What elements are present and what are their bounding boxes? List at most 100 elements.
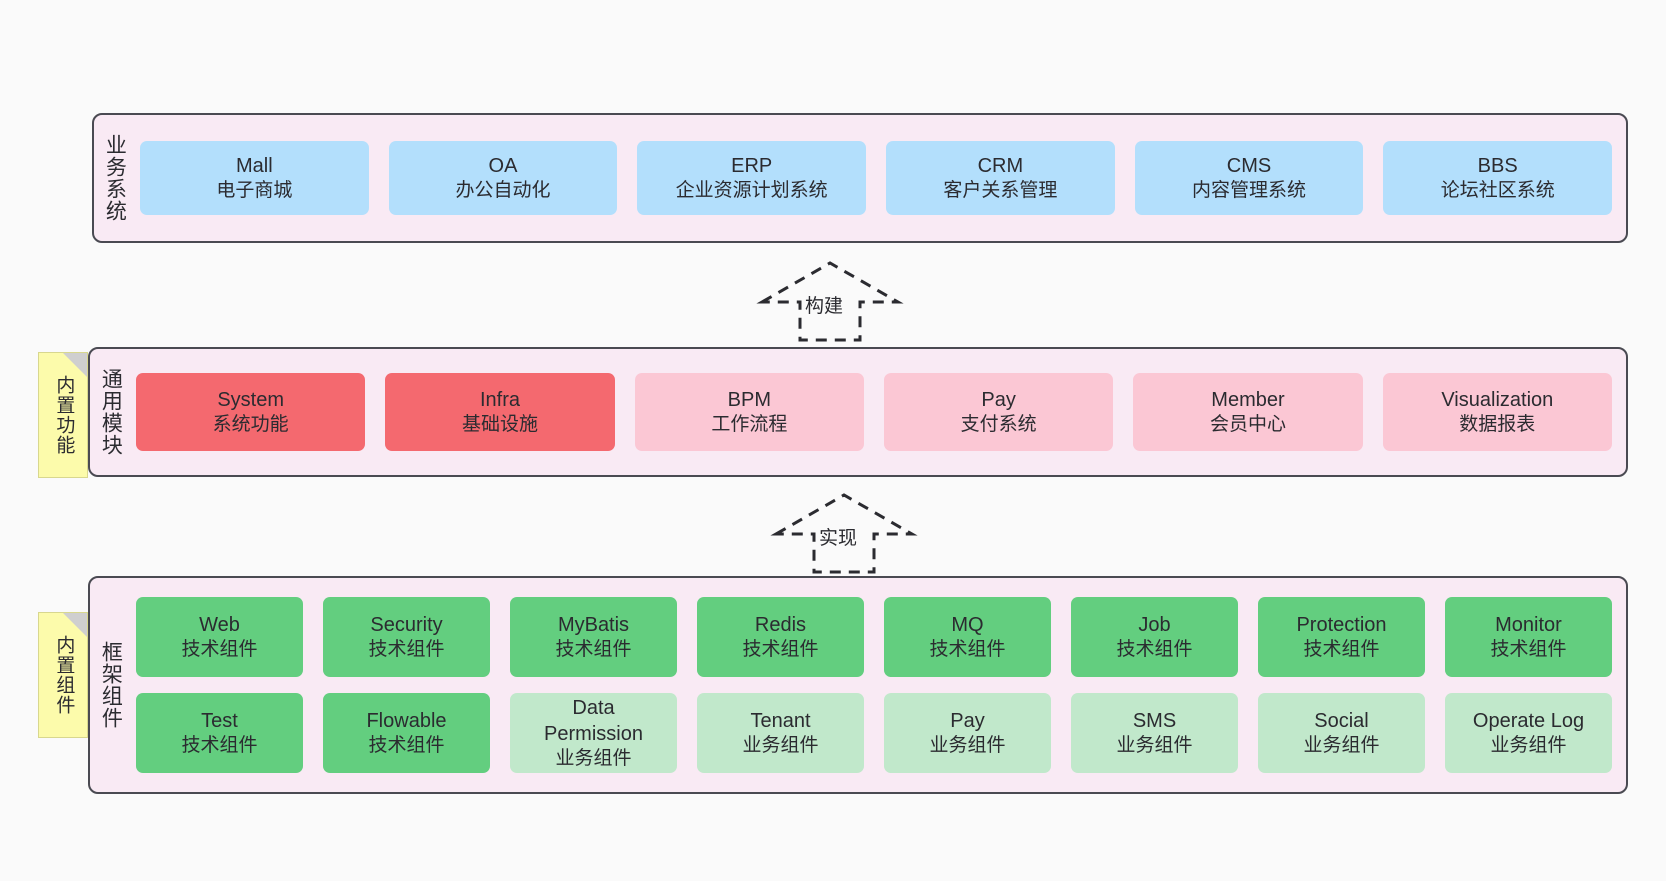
layer-framework-components: 框架组件 Web 技术组件 Security 技术组件 MyBatis 技术组件… — [88, 576, 1628, 794]
component-name: MyBatis — [557, 613, 630, 636]
layer-body-business-systems: Mall 电子商城 OA 办公自动化 ERP 企业资源计划系统 CRM 客户关系… — [134, 115, 1626, 241]
component-name: Web — [199, 613, 240, 636]
note-label: 内置功能 — [53, 375, 75, 455]
component-desc: 业务组件 — [1116, 734, 1193, 756]
connector-build: 构建 — [756, 258, 904, 344]
component-box-monitor[interactable]: Monitor 技术组件 — [1445, 597, 1612, 677]
module-desc: 企业资源计划系统 — [675, 179, 828, 201]
component-desc: 技术组件 — [742, 638, 819, 660]
layer-common-modules: 通用模块 System 系统功能 Infra 基础设施 BPM 工作流程 Pay… — [88, 347, 1628, 477]
module-desc: 电子商城 — [216, 179, 293, 201]
component-desc: 业务组件 — [929, 734, 1006, 756]
component-box-web[interactable]: Web 技术组件 — [136, 597, 303, 677]
module-name: Mall — [236, 154, 273, 177]
module-desc: 基础设施 — [461, 413, 538, 435]
module-box-erp[interactable]: ERP 企业资源计划系统 — [637, 141, 867, 215]
component-name: MQ — [951, 613, 984, 636]
module-name: OA — [488, 154, 518, 177]
component-box-flowable[interactable]: Flowable 技术组件 — [323, 693, 490, 773]
component-box-tenant[interactable]: Tenant 业务组件 — [697, 693, 864, 773]
layer-row: System 系统功能 Infra 基础设施 BPM 工作流程 Pay 支付系统… — [136, 373, 1612, 451]
layer-row: Test 技术组件 Flowable 技术组件 Data Permission … — [136, 693, 1612, 773]
component-box-job[interactable]: Job 技术组件 — [1071, 597, 1238, 677]
component-box-data-permission[interactable]: Data Permission 业务组件 — [510, 693, 677, 773]
layer-title-common-modules: 通用模块 — [99, 368, 123, 456]
module-name: BPM — [727, 388, 771, 411]
module-desc: 内容管理系统 — [1192, 179, 1307, 201]
component-name: Social — [1314, 709, 1369, 732]
module-name: CRM — [977, 154, 1024, 177]
module-box-oa[interactable]: OA 办公自动化 — [388, 141, 618, 215]
component-name: Redis — [754, 613, 807, 636]
note-builtin-components: 内置组件 — [38, 612, 88, 738]
module-name: Infra — [479, 388, 520, 411]
layer-body-framework-components: Web 技术组件 Security 技术组件 MyBatis 技术组件 Redi… — [130, 578, 1626, 792]
module-desc: 论坛社区系统 — [1440, 179, 1555, 201]
layer-title-business-systems: 业务系统 — [103, 134, 127, 222]
component-name: Test — [201, 709, 238, 732]
component-box-mybatis[interactable]: MyBatis 技术组件 — [510, 597, 677, 677]
module-desc: 办公自动化 — [455, 179, 551, 201]
module-name: Visualization — [1441, 388, 1554, 411]
component-desc: 业务组件 — [1303, 734, 1380, 756]
module-name: BBS — [1477, 154, 1518, 177]
module-box-mall[interactable]: Mall 电子商城 — [140, 141, 369, 215]
component-box-operate-log[interactable]: Operate Log 业务组件 — [1445, 693, 1612, 773]
component-name: Protection — [1296, 613, 1387, 636]
module-box-pay[interactable]: Pay 支付系统 — [883, 373, 1114, 451]
component-box-redis[interactable]: Redis 技术组件 — [697, 597, 864, 677]
module-name: ERP — [731, 154, 773, 177]
component-box-security[interactable]: Security 技术组件 — [323, 597, 490, 677]
component-desc: 技术组件 — [368, 638, 445, 660]
component-box-sms[interactable]: SMS 业务组件 — [1071, 693, 1238, 773]
component-name: Monitor — [1495, 613, 1562, 636]
module-desc: 会员中心 — [1209, 413, 1286, 435]
module-box-cms[interactable]: CMS 内容管理系统 — [1134, 141, 1364, 215]
component-box-test[interactable]: Test 技术组件 — [136, 693, 303, 773]
module-name: Pay — [981, 388, 1016, 411]
note-label: 内置组件 — [53, 635, 75, 715]
component-name: Flowable — [366, 709, 447, 732]
component-box-pay[interactable]: Pay 业务组件 — [884, 693, 1051, 773]
component-desc: 技术组件 — [368, 734, 445, 756]
component-desc: 技术组件 — [1490, 638, 1567, 660]
note-fold-corner — [63, 613, 87, 637]
component-desc: 业务组件 — [742, 734, 819, 756]
module-desc: 支付系统 — [960, 413, 1037, 435]
component-name: Tenant — [750, 709, 811, 732]
component-desc: 技术组件 — [555, 638, 632, 660]
component-desc: 技术组件 — [181, 734, 258, 756]
note-fold-corner — [63, 353, 87, 377]
module-box-system[interactable]: System 系统功能 — [136, 373, 366, 451]
component-name: Security — [370, 613, 443, 636]
component-desc: 技术组件 — [1303, 638, 1380, 660]
component-desc: 业务组件 — [555, 747, 632, 769]
layer-body-common-modules: System 系统功能 Infra 基础设施 BPM 工作流程 Pay 支付系统… — [130, 349, 1626, 475]
component-desc: 技术组件 — [929, 638, 1006, 660]
layer-row: Mall 电子商城 OA 办公自动化 ERP 企业资源计划系统 CRM 客户关系… — [140, 141, 1613, 215]
module-box-bbs[interactable]: BBS 论坛社区系统 — [1383, 141, 1613, 215]
module-box-visualization[interactable]: Visualization 数据报表 — [1382, 373, 1612, 451]
component-name: Operate Log — [1472, 709, 1585, 732]
component-box-protection[interactable]: Protection 技术组件 — [1258, 597, 1425, 677]
connector-implement-label: 实现 — [819, 528, 858, 549]
module-name: System — [217, 388, 284, 411]
layer-title-framework-components: 框架组件 — [99, 641, 123, 729]
component-box-mq[interactable]: MQ 技术组件 — [884, 597, 1051, 677]
module-name: Member — [1211, 388, 1285, 411]
module-desc: 客户关系管理 — [943, 179, 1058, 201]
component-box-social[interactable]: Social 业务组件 — [1258, 693, 1425, 773]
component-desc: 业务组件 — [1490, 734, 1567, 756]
module-box-crm[interactable]: CRM 客户关系管理 — [886, 141, 1115, 215]
module-desc: 数据报表 — [1459, 413, 1536, 435]
layer-row: Web 技术组件 Security 技术组件 MyBatis 技术组件 Redi… — [136, 597, 1612, 677]
component-name: Data Permission — [544, 696, 643, 745]
module-box-member[interactable]: Member 会员中心 — [1133, 373, 1363, 451]
layer-business-systems: 业务系统 Mall 电子商城 OA 办公自动化 ERP 企业资源计划系统 CRM… — [92, 113, 1628, 243]
module-box-bpm[interactable]: BPM 工作流程 — [634, 373, 864, 451]
component-desc: 技术组件 — [1116, 638, 1193, 660]
module-box-infra[interactable]: Infra 基础设施 — [385, 373, 615, 451]
module-desc: 系统功能 — [212, 413, 289, 435]
module-desc: 工作流程 — [711, 413, 788, 435]
